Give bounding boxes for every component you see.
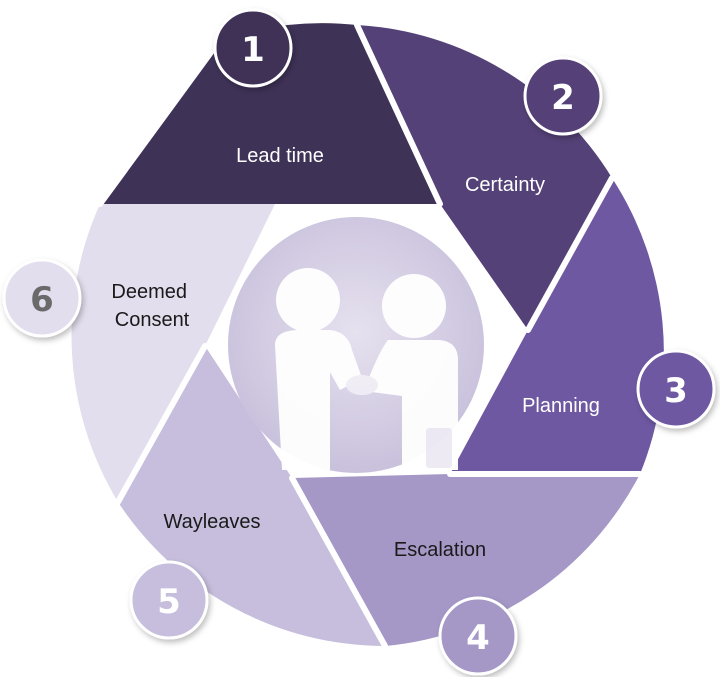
badge-4[interactable]: 4 <box>438 596 518 676</box>
segment-6-label-line-2: Consent <box>115 309 190 331</box>
segment-1-label: Lead time <box>236 145 324 167</box>
segments-layer <box>71 23 664 646</box>
segment-3-label: Planning <box>522 395 600 417</box>
segment-labels: Lead time Certainty Planning Escalation … <box>111 145 600 561</box>
badge-3-number: 3 <box>664 371 688 411</box>
badge-6[interactable]: 6 <box>2 258 82 338</box>
segment-1-lead-time[interactable] <box>100 23 440 205</box>
segment-6-deemed-consent[interactable] <box>71 204 275 502</box>
segment-6-label-line-1: Deemed <box>111 281 187 303</box>
segment-4-escalation[interactable] <box>292 474 640 646</box>
segment-6-label: Deemed Consent <box>111 281 192 331</box>
center-hub <box>228 217 484 473</box>
segment-2-label: Certainty <box>465 174 545 196</box>
badge-6-number: 6 <box>30 280 54 320</box>
badge-5-number: 5 <box>157 582 181 622</box>
segment-2-certainty[interactable] <box>357 25 612 330</box>
badge-3[interactable]: 3 <box>636 349 716 429</box>
badge-1-number: 1 <box>241 30 265 70</box>
segment-separators <box>97 22 643 649</box>
badge-2[interactable]: 2 <box>523 56 603 136</box>
number-badges: 1 2 3 4 5 6 <box>2 8 716 676</box>
segment-5-label: Wayleaves <box>163 511 260 533</box>
badge-2-number: 2 <box>551 78 575 118</box>
segment-3-planning[interactable] <box>450 178 664 474</box>
badge-1[interactable]: 1 <box>213 8 293 88</box>
segment-4-label: Escalation <box>394 539 486 561</box>
badge-5[interactable]: 5 <box>129 560 209 640</box>
badge-4-number: 4 <box>466 618 490 658</box>
handshake-icon <box>275 268 458 470</box>
